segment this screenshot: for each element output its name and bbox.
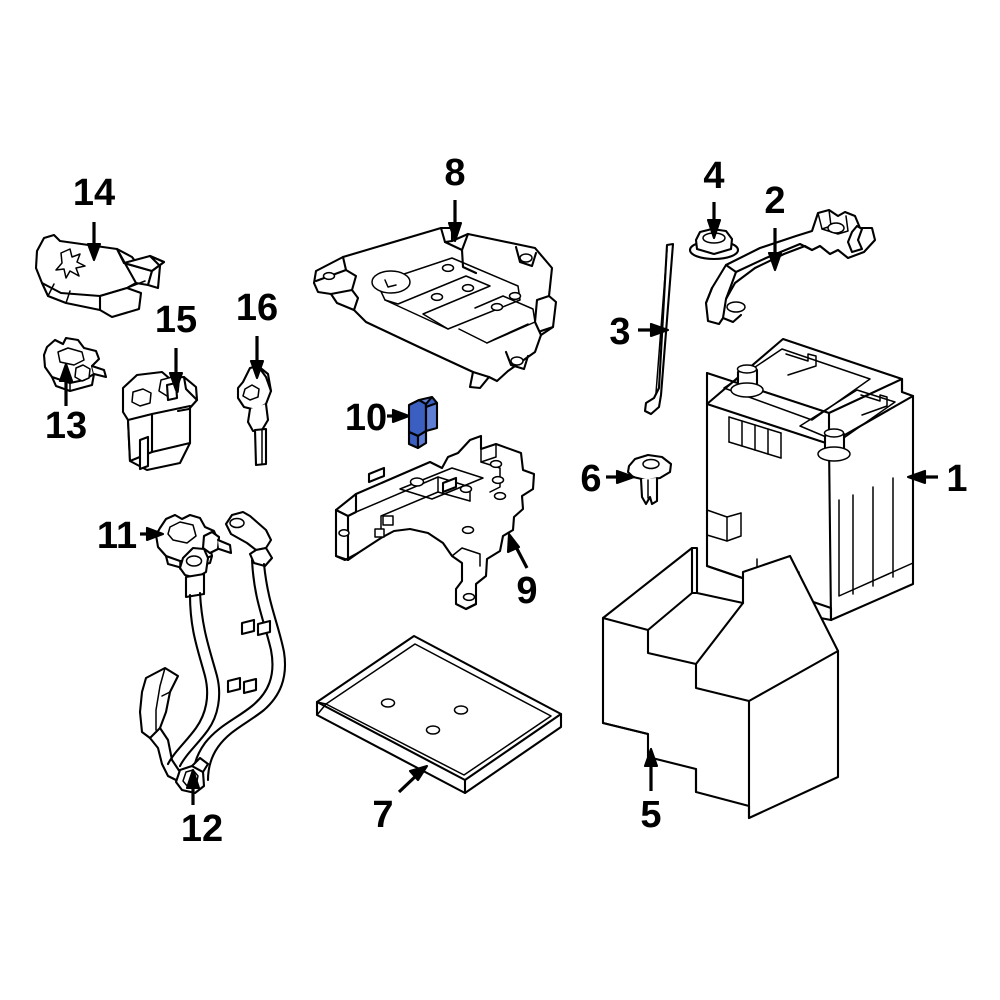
callout-2-label: 2 [764, 180, 785, 222]
callout-4-label: 4 [703, 155, 724, 197]
callout-1-label: 1 [946, 458, 967, 500]
callout-4[interactable]: 4 [703, 155, 725, 240]
callout-13-label: 13 [45, 405, 87, 447]
callout-7[interactable]: 7 [372, 764, 429, 836]
part-13-negative-terminal[interactable] [42, 336, 108, 393]
callout-15[interactable]: 15 [155, 299, 197, 392]
callout-10-label: 10 [345, 397, 387, 439]
callout-3-label: 3 [609, 311, 630, 353]
callout-15-label: 15 [155, 299, 197, 341]
callout-12-label: 12 [181, 808, 223, 850]
callout-8-label: 8 [444, 152, 465, 194]
callout-16[interactable]: 16 [236, 287, 278, 380]
callout-9[interactable]: 9 [506, 532, 538, 612]
part-1-battery[interactable] [705, 337, 915, 622]
callout-1[interactable]: 1 [906, 458, 968, 500]
part-10-battery-bracket-clamp[interactable] [407, 395, 439, 450]
part-2-hold-down-bracket[interactable] [704, 208, 877, 326]
part-5-battery-insulator-cover[interactable] [601, 546, 840, 820]
callout-11-label: 11 [97, 515, 137, 557]
callout-9-label: 9 [516, 570, 537, 612]
callout-5[interactable]: 5 [640, 747, 662, 836]
part-4-hold-down-nut[interactable] [688, 227, 740, 261]
callout-16-label: 16 [236, 287, 278, 329]
callout-13[interactable]: 13 [45, 362, 87, 447]
part-8-battery-tray[interactable] [312, 226, 558, 390]
callout-6[interactable]: 6 [580, 458, 636, 500]
callout-12[interactable]: 12 [181, 768, 223, 850]
part-9-battery-support-bracket[interactable] [334, 434, 536, 611]
part-12-battery-cable-harness[interactable] [138, 510, 286, 795]
callout-7-label: 7 [372, 794, 393, 836]
callout-8[interactable]: 8 [444, 152, 466, 243]
callout-3[interactable]: 3 [609, 311, 670, 353]
callout-6-label: 6 [580, 458, 601, 500]
callout-5-label: 5 [640, 794, 661, 836]
part-15-fuse-block[interactable] [121, 370, 199, 472]
callout-2[interactable]: 2 [764, 180, 786, 272]
part-6-push-pin-clip[interactable] [626, 453, 673, 506]
callout-10[interactable]: 10 [345, 397, 411, 439]
part-16-terminal-stud-bolt[interactable] [236, 364, 273, 467]
callout-14[interactable]: 14 [73, 172, 115, 262]
part-7-battery-tray-pad[interactable] [315, 634, 563, 795]
part-3-hold-down-rod[interactable] [643, 242, 675, 416]
callout-14-label: 14 [73, 172, 115, 214]
callout-11[interactable]: 11 [97, 515, 165, 557]
part-14-fusible-link-holder[interactable] [34, 233, 166, 319]
